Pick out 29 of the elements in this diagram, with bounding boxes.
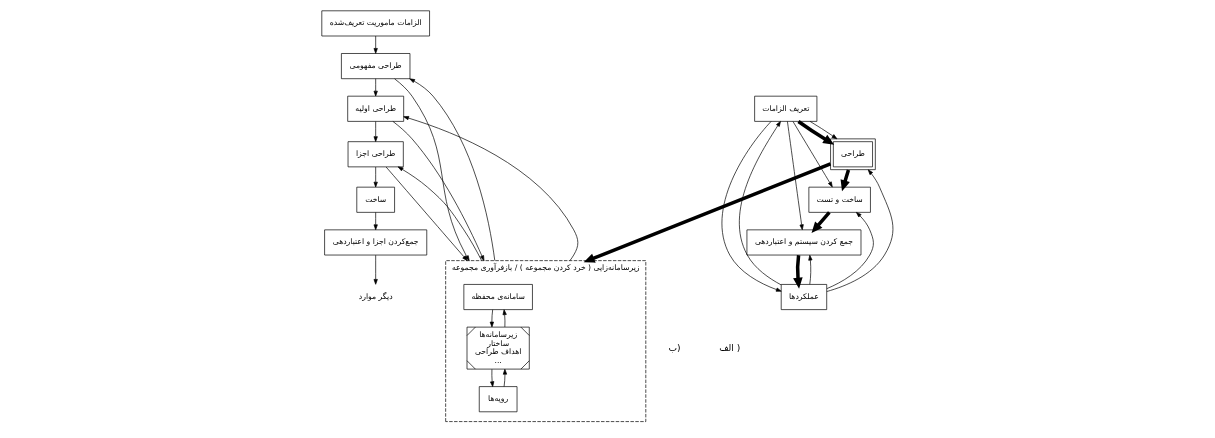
arrow <box>385 166 468 261</box>
arrow <box>792 121 833 188</box>
arrow <box>721 121 782 292</box>
arrow <box>392 121 485 261</box>
arrow <box>373 254 378 285</box>
arrow <box>583 162 832 263</box>
arrow <box>489 309 494 328</box>
arrow <box>502 368 508 387</box>
arrow <box>826 212 874 289</box>
arrow <box>809 121 838 140</box>
arrow <box>373 78 378 97</box>
arrow <box>490 368 495 387</box>
arrow <box>797 120 835 145</box>
arrow <box>502 309 507 328</box>
arrow <box>373 35 378 54</box>
arrow <box>409 78 496 261</box>
arrow <box>373 121 378 142</box>
arrow <box>739 121 782 286</box>
arrow <box>394 78 470 261</box>
arrow <box>403 116 579 261</box>
arrow <box>811 211 831 233</box>
label: ب) <box>668 342 681 353</box>
arrow <box>373 166 378 188</box>
arrow <box>373 212 378 231</box>
arrow <box>787 121 804 231</box>
arrow <box>397 166 482 261</box>
label: الف ) <box>719 342 741 353</box>
arrow <box>793 255 803 289</box>
arrow <box>808 254 813 285</box>
